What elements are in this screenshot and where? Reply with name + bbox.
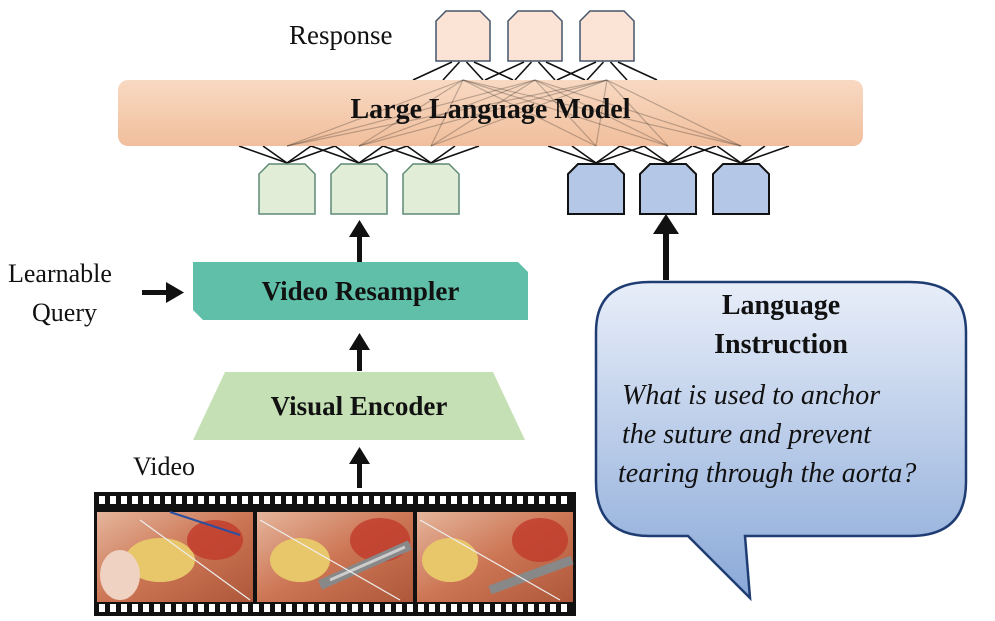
arrow-up-icon xyxy=(349,447,370,488)
visual-encoder-block xyxy=(193,372,525,440)
instruction-question-line2: the suture and prevent xyxy=(622,419,872,450)
video-frame-2 xyxy=(257,512,413,602)
instruction-question-line1: What is used to anchor xyxy=(622,380,881,411)
learnable-query-label-line1: Learnable xyxy=(8,259,112,288)
arrow-right-icon xyxy=(142,282,184,303)
video-frame-3 xyxy=(417,512,574,602)
text-token xyxy=(567,163,625,215)
video-resampler-label: Video Resampler xyxy=(261,276,460,306)
learnable-query-label-line2: Query xyxy=(32,298,97,327)
instruction-question-line3: tearing through the aorta? xyxy=(618,458,917,489)
visual-token xyxy=(330,163,388,215)
response-label: Response xyxy=(289,20,393,50)
visual-token xyxy=(402,163,460,215)
video-resampler-block xyxy=(193,262,528,320)
instruction-bubble xyxy=(594,280,968,602)
llm-connections xyxy=(238,61,790,164)
instruction-title-line1: Language xyxy=(721,290,841,321)
llm-connections-overlay xyxy=(286,79,742,147)
video-label: Video xyxy=(133,452,195,481)
text-tokens xyxy=(567,163,770,215)
film-strip-icon xyxy=(94,492,576,616)
visual-encoder-label: Visual Encoder xyxy=(270,391,448,421)
text-token xyxy=(639,163,697,215)
response-tokens xyxy=(435,10,635,62)
video-frame-1 xyxy=(97,511,253,602)
response-token xyxy=(579,10,635,62)
instruction-title-line2: Instruction xyxy=(714,329,848,360)
arrow-up-icon xyxy=(349,333,370,371)
visual-tokens xyxy=(258,163,460,215)
llm-label: Large Language Model xyxy=(350,94,631,125)
response-token xyxy=(507,10,563,62)
arrow-up-icon xyxy=(653,214,679,280)
visual-token xyxy=(258,163,316,215)
response-token xyxy=(435,10,491,62)
text-token xyxy=(712,163,770,215)
arrow-up-icon xyxy=(349,220,370,263)
llm-block xyxy=(118,80,863,146)
